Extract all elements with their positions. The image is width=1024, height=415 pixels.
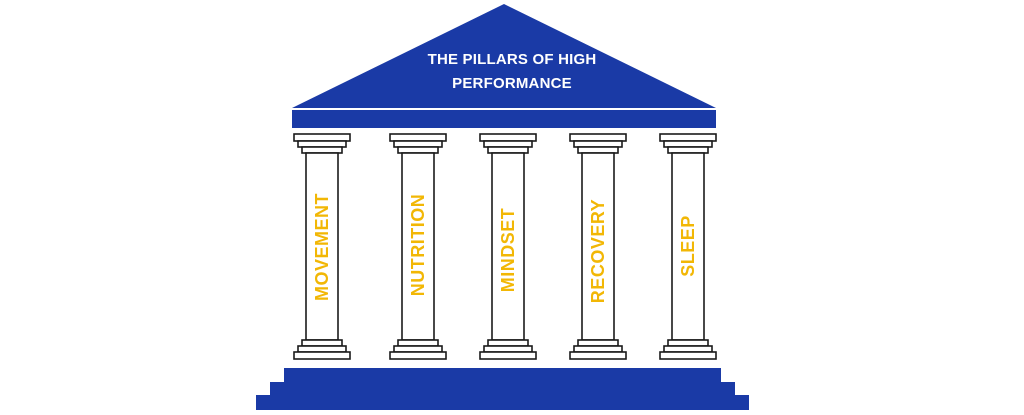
pillar-nutrition-base-low — [389, 351, 447, 360]
pillar-movement-shaft — [305, 152, 339, 341]
pillar-recovery-capital-top — [569, 133, 627, 142]
base-step-middle — [270, 382, 735, 396]
pillar-sleep-capital-top — [659, 133, 717, 142]
pillar-mindset-capital-mid — [483, 140, 533, 148]
diagram-title-line-1: THE PILLARS OF HIGH — [427, 51, 597, 68]
pillar-sleep-base-mid — [663, 345, 713, 353]
pillar-label-nutrition: NUTRITION — [408, 193, 428, 297]
base-step-top — [284, 368, 721, 383]
pillar-recovery-base-low — [569, 351, 627, 360]
pillar-label-recovery: RECOVERY — [588, 198, 608, 304]
pillar-sleep-shaft — [671, 152, 705, 341]
pillar-nutrition-capital-top — [389, 133, 447, 142]
pillar-mindset-base-low — [479, 351, 537, 360]
pillar-mindset-capital-top — [479, 133, 537, 142]
roof-pediment — [292, 4, 716, 108]
pillar-nutrition-base-mid — [393, 345, 443, 353]
columns-group — [293, 133, 717, 360]
pillar-sleep-base-low — [659, 351, 717, 360]
pillar-recovery-capital-mid — [573, 140, 623, 148]
roof-beam — [292, 110, 716, 128]
pillar-mindset-shaft — [491, 152, 525, 341]
base-step-bottom — [256, 395, 749, 410]
pillar-movement-capital-top — [293, 133, 351, 142]
pillar-recovery-shaft — [581, 152, 615, 341]
pillar-label-sleep: SLEEP — [678, 215, 698, 277]
diagram-title: THE PILLARS OF HIGH PERFORMANCE — [382, 48, 642, 96]
pillar-movement-base-low — [293, 351, 351, 360]
diagram-title-line-2: PERFORMANCE — [452, 75, 572, 92]
pillar-label-movement: MOVEMENT — [312, 193, 332, 302]
pillar-label-mindset: MINDSET — [498, 207, 518, 293]
